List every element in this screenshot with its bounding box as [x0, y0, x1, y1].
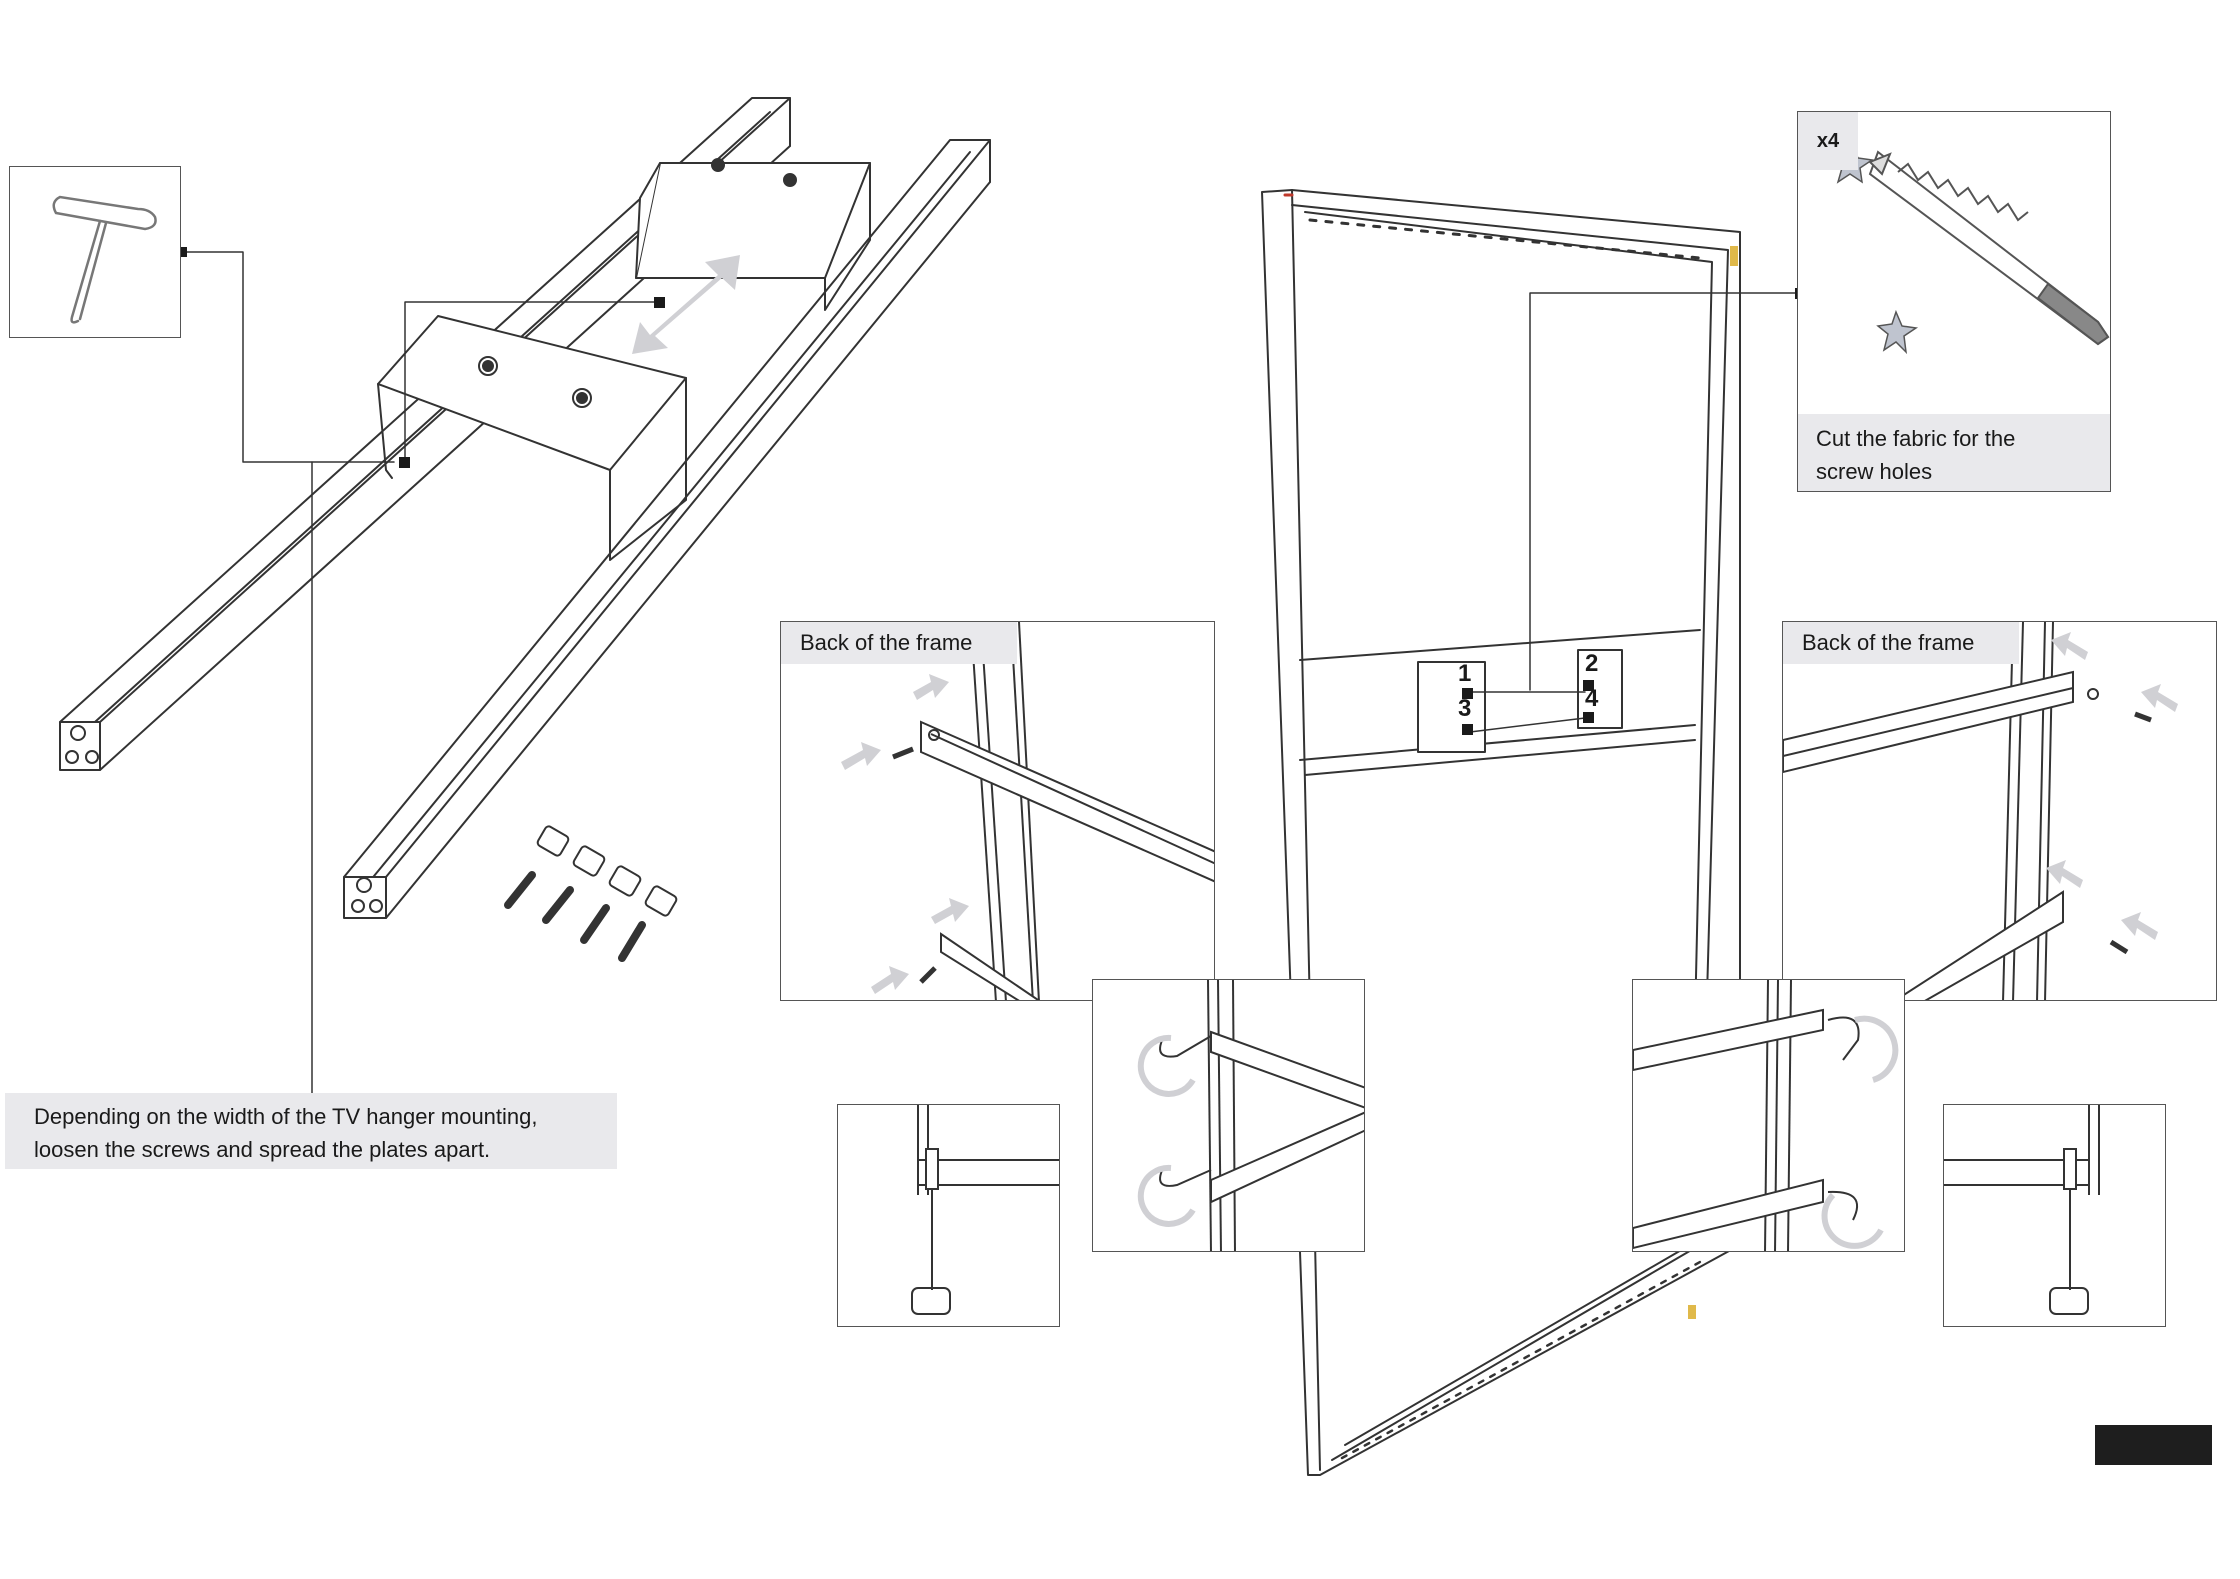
hex-key-detail-left-box — [837, 1104, 1060, 1327]
step-number-2: 2 — [1585, 650, 1599, 677]
step-number-1: 1 — [1458, 660, 1472, 687]
fabric-caption-line-1: Cut the fabric for the — [1816, 426, 2016, 451]
t-handle-hex-key-icon — [52, 195, 157, 324]
tighten-detail-right-box — [1632, 979, 1905, 1252]
hanger-caption-line-2: loosen the screws and spread the plates … — [34, 1137, 491, 1162]
callout-lines-center — [1469, 292, 1801, 733]
mounting-plate-lower — [377, 315, 687, 561]
insert-arrow-icons — [2046, 632, 2178, 940]
screws — [504, 871, 646, 962]
fabric-cut-detail-box: x4 Cut the fabric for the screw holes — [1797, 111, 2111, 492]
rail-upper — [59, 97, 791, 771]
hex-key-detail-right-box — [1943, 1104, 2166, 1327]
back-of-frame-right-box: Back of the frame — [1782, 621, 2217, 1001]
fabric-cut-caption: Cut the fabric for the screw holes — [1798, 414, 2110, 491]
marker-square-1 — [1462, 688, 1473, 699]
back-of-frame-left-label: Back of the frame — [781, 622, 1017, 664]
hanger-caption-line-1: Depending on the width of the TV hanger … — [34, 1104, 538, 1129]
quantity-tag: x4 — [1798, 112, 1858, 170]
display-frame — [1261, 189, 1741, 1476]
fabric-caption-line-2: screw holes — [1816, 459, 1933, 484]
insert-arrow-icons — [841, 674, 969, 994]
page-tab-marker — [2095, 1425, 2212, 1465]
rotation-arrow-icon — [1821, 1015, 1899, 1249]
marker-square-2 — [1583, 680, 1594, 691]
rail-lower — [343, 139, 991, 919]
callout-lines-left — [181, 251, 661, 1096]
back-of-frame-left-box: Back of the frame — [780, 621, 1215, 1001]
marker-square-3 — [1462, 724, 1473, 735]
step-number-4: 4 — [1585, 685, 1599, 712]
tighten-detail-left-box — [1092, 979, 1365, 1252]
frame-top-edge-detail — [1308, 218, 1702, 260]
mounting-plate-upper — [635, 158, 871, 311]
rotation-arrow-icon — [1137, 1034, 1196, 1227]
hanger-instruction-caption: Depending on the width of the TV hanger … — [5, 1093, 617, 1169]
back-of-frame-right-label: Back of the frame — [1783, 622, 2019, 664]
washers — [536, 825, 678, 917]
tool-detail-box — [9, 166, 181, 338]
step-number-3: 3 — [1458, 695, 1472, 722]
marker-square-4 — [1583, 712, 1594, 723]
frame-bottom-edge-detail — [1340, 1260, 1702, 1460]
